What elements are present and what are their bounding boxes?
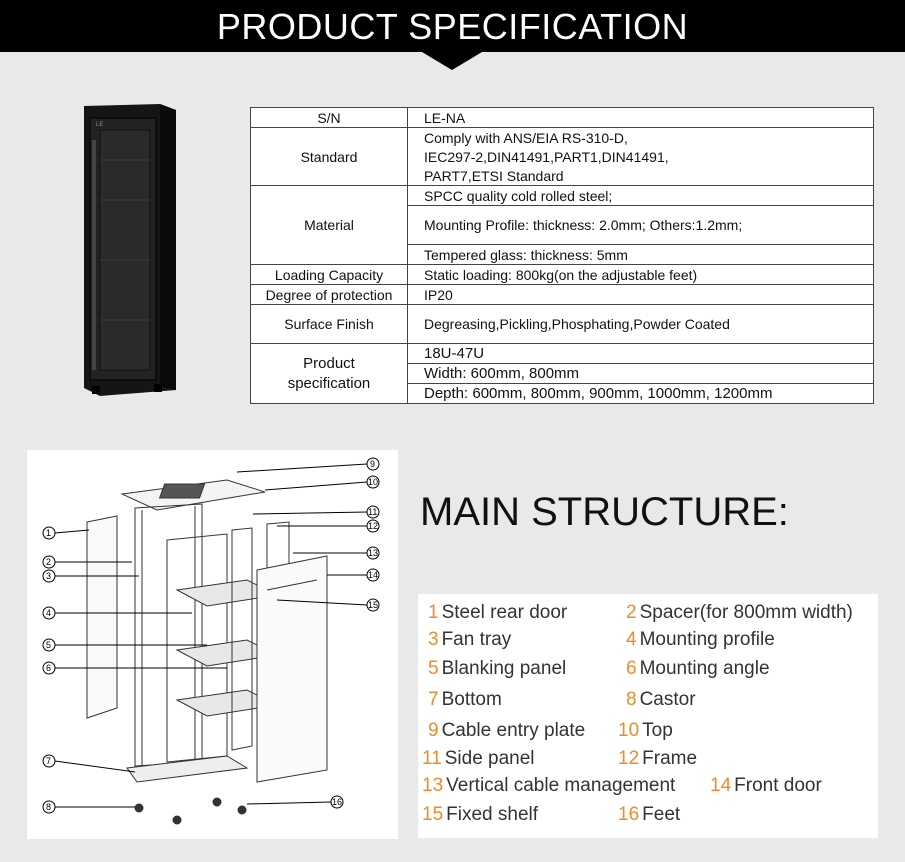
table-row: Product specification 18U-47U <box>250 343 874 404</box>
product-spec-label: Product specification <box>250 343 408 404</box>
product-spec-label-line2: specification <box>287 374 371 392</box>
page-title: PRODUCT SPECIFICATION <box>216 6 689 47</box>
table-row: Material SPCC quality cold rolled steel; <box>250 185 874 265</box>
callout-8: 8 <box>42 800 135 814</box>
product-value-1: 18U-47U <box>407 343 874 364</box>
standard-value-1: Comply with ANS/EIA RS-310-D, <box>407 127 874 147</box>
table-row: Standard Comply with ANS/EIA RS-310-D, <box>250 127 874 186</box>
table-row: Surface Finish Degreasing,Pickling,Phosp… <box>250 304 874 344</box>
svg-text:15: 15 <box>368 600 378 610</box>
callout-2: 2 <box>42 555 132 569</box>
product-value-2: Width: 600mm, 800mm <box>407 363 874 384</box>
callout-15: 15 <box>276 598 380 612</box>
svg-text:3: 3 <box>46 571 51 581</box>
svg-text:8: 8 <box>46 802 51 812</box>
callout-7: 7 <box>42 754 136 773</box>
svg-text:12: 12 <box>368 521 378 531</box>
finish-label: Surface Finish <box>250 304 408 344</box>
cabinet-photo: LE <box>84 104 176 396</box>
callout-10: 10 <box>264 475 380 491</box>
finish-value: Degreasing,Pickling,Phosphating,Powder C… <box>407 304 874 344</box>
svg-text:2: 2 <box>46 557 51 567</box>
spec-table: S/N LE-NA Standard Comply with ANS/EIA R… <box>250 107 874 404</box>
loading-label: Loading Capacity <box>250 264 408 285</box>
callout-12: 12 <box>277 519 380 533</box>
protection-value: IP20 <box>407 284 874 305</box>
material-value-2: Mounting Profile: thickness: 2.0mm; Othe… <box>407 205 874 245</box>
callout-5: 5 <box>42 638 207 652</box>
structure-diagram-panel: 1 2 3 4 5 6 7 8 9 10 11 12 13 14 15 16 <box>27 450 398 839</box>
svg-text:1: 1 <box>46 528 51 538</box>
svg-text:7: 7 <box>46 756 51 766</box>
table-row: Loading Capacity Static loading: 800kg(o… <box>250 264 874 285</box>
table-row: Width: 600mm, 800mm <box>251 363 874 384</box>
callout-16: 16 <box>246 795 344 809</box>
protection-label: Degree of protection <box>250 284 408 305</box>
standard-label: Standard <box>250 127 408 186</box>
svg-text:9: 9 <box>370 459 375 469</box>
main-structure-title: MAIN STRUCTURE: <box>420 490 789 534</box>
material-value-1: SPCC quality cold rolled steel; <box>407 185 874 206</box>
table-row: Tempered glass: thickness: 5mm <box>251 244 874 265</box>
product-value-3: Depth: 600mm, 800mm, 900mm, 1000mm, 1200… <box>407 383 874 404</box>
callout-3: 3 <box>42 569 139 583</box>
table-row: Mounting Profile: thickness: 2.0mm; Othe… <box>251 205 874 245</box>
callout-4: 4 <box>42 606 192 620</box>
svg-text:13: 13 <box>368 548 378 558</box>
table-row: S/N LE-NA <box>250 107 874 128</box>
svg-text:14: 14 <box>368 570 378 580</box>
sn-label: S/N <box>250 107 408 128</box>
callout-11: 11 <box>252 505 380 519</box>
banner-notch <box>422 52 482 70</box>
svg-text:6: 6 <box>46 663 51 673</box>
callout-6: 6 <box>42 661 227 675</box>
table-row: Depth: 600mm, 800mm, 900mm, 1000mm, 1200… <box>251 383 874 404</box>
svg-text:5: 5 <box>46 640 51 650</box>
svg-text:LE: LE <box>96 122 103 128</box>
exploded-diagram: 1 2 3 4 5 6 7 8 9 10 11 12 13 14 15 16 <box>42 457 380 825</box>
product-spec-label-line1: Product <box>303 354 355 372</box>
svg-text:10: 10 <box>368 477 378 487</box>
loading-value: Static loading: 800kg(on the adjustable … <box>407 264 874 285</box>
callout-9: 9 <box>236 457 380 473</box>
material-label: Material <box>250 185 408 265</box>
standard-value-3: PART7,ETSI Standard <box>407 166 874 186</box>
sn-value: LE-NA <box>407 107 874 128</box>
svg-text:16: 16 <box>332 797 342 807</box>
title-banner: PRODUCT SPECIFICATION <box>0 0 905 52</box>
callout-13: 13 <box>293 546 380 560</box>
callout-1: 1 <box>42 526 90 540</box>
standard-value-2: IEC297-2,DIN41491,PART1,DIN41491, <box>407 147 874 166</box>
svg-text:4: 4 <box>46 608 51 618</box>
table-row: IEC297-2,DIN41491,PART1,DIN41491, <box>251 147 874 166</box>
table-row: Degree of protection IP20 <box>250 284 874 305</box>
material-value-3: Tempered glass: thickness: 5mm <box>407 244 874 265</box>
callout-14: 14 <box>327 568 380 582</box>
svg-text:11: 11 <box>368 507 377 517</box>
